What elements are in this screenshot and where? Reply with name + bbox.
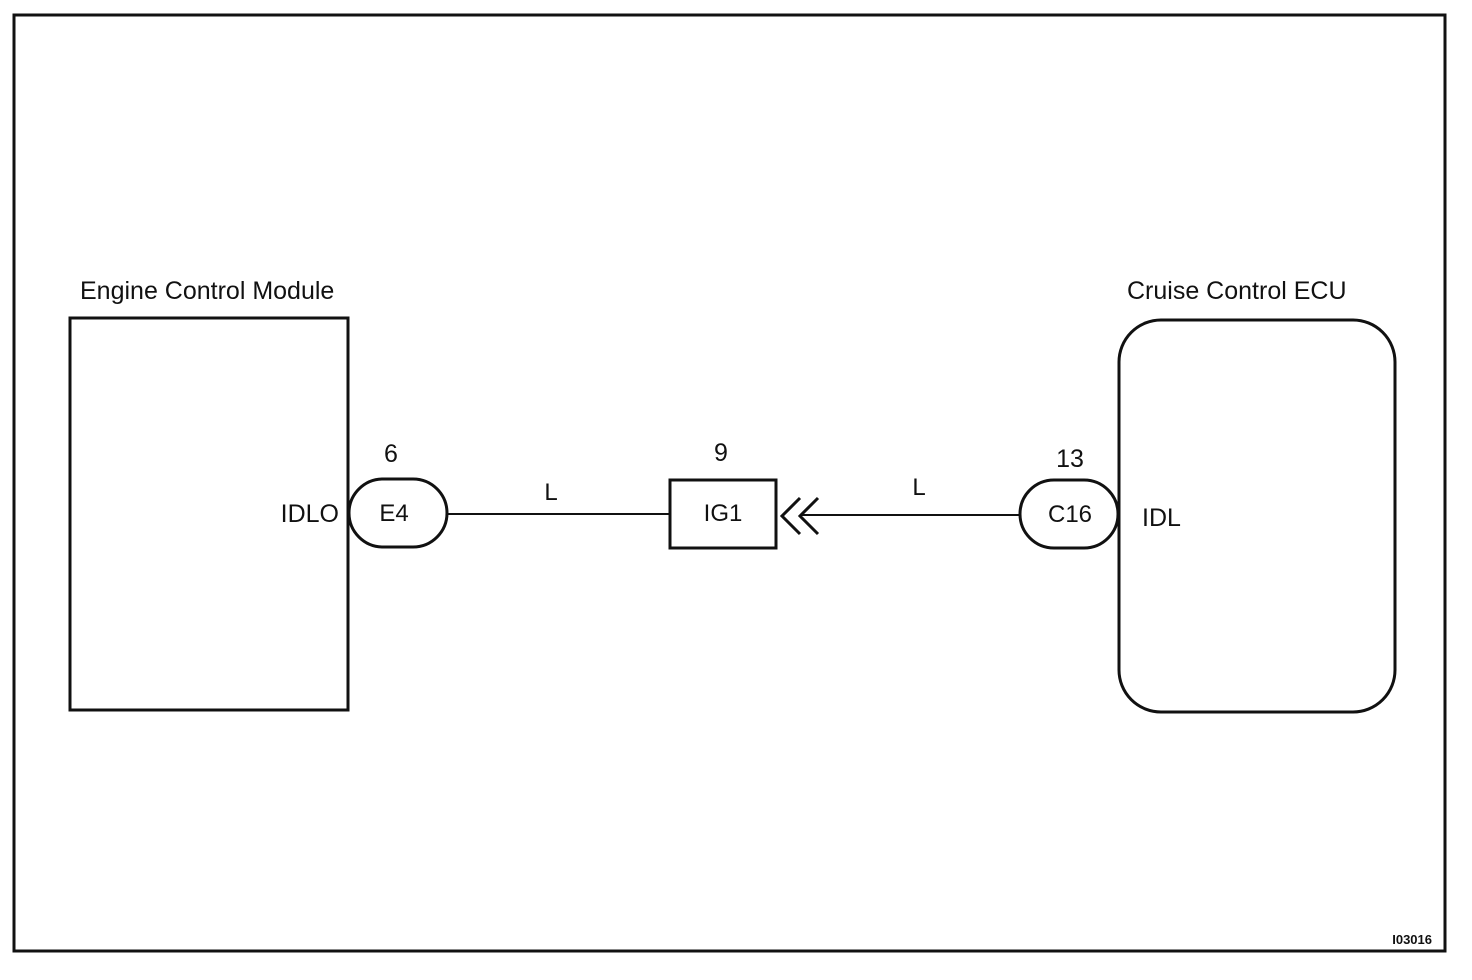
- e4-connector-label: E4: [379, 500, 408, 527]
- idl-terminal-label: IDL: [1142, 504, 1181, 532]
- cruise-control-ecu-title: Cruise Control ECU: [1127, 277, 1347, 305]
- ig1-junction-label: IG1: [704, 500, 743, 527]
- e4-pin-number: 6: [384, 440, 398, 468]
- diagram-frame: [12, 13, 1447, 953]
- ig1-pin-number: 9: [714, 439, 728, 467]
- idlo-terminal-label: IDLO: [281, 500, 339, 528]
- wire-color-label-left: L: [544, 479, 557, 506]
- cruise-control-ecu-box: [1117, 318, 1397, 714]
- c16-connector-label: C16: [1048, 501, 1092, 528]
- ig1-junction-connector: [668, 478, 778, 550]
- engine-control-module-title: Engine Control Module: [80, 277, 334, 305]
- c16-pin-number: 13: [1056, 445, 1084, 473]
- wire-color-label-right: L: [912, 474, 925, 501]
- figure-code: I03016: [1392, 932, 1432, 947]
